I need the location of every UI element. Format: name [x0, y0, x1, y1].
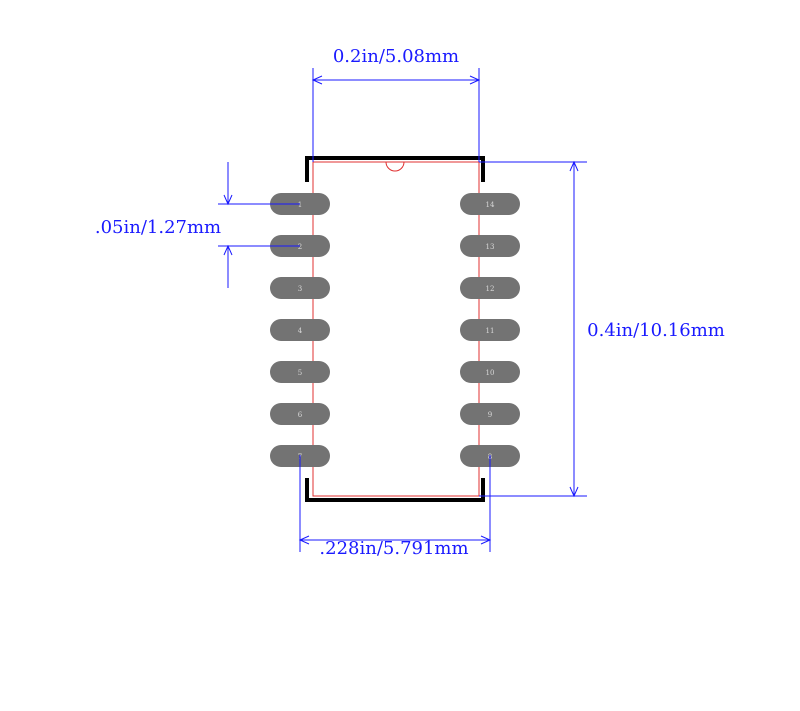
pad-number-5: 5: [298, 369, 302, 377]
package-body-outline: [312, 161, 480, 497]
pad-10: [460, 361, 520, 383]
pad-12: [460, 277, 520, 299]
top-width-arrow-left: [311, 75, 323, 85]
pitch-label: .05in/1.27mm: [95, 217, 221, 238]
pad-number-10: 10: [486, 369, 495, 377]
overall-width-arrow-right: [480, 535, 492, 545]
pad-number-11: 11: [486, 327, 495, 335]
pad-5: [270, 361, 330, 383]
pad-number-2: 2: [298, 243, 302, 251]
body-rect: [312, 161, 480, 497]
height-arrow-bottom: [569, 486, 579, 498]
top-width-label: 0.2in/5.08mm: [333, 46, 459, 67]
pitch-arrow-top: [223, 194, 233, 206]
pad-number-13: 13: [486, 243, 495, 251]
overall-width-arrow-left: [298, 535, 310, 545]
pad-4: [270, 319, 330, 341]
pad-6: [270, 403, 330, 425]
dimension-lines: [218, 68, 587, 552]
height-arrow-top: [569, 160, 579, 172]
pad-3: [270, 277, 330, 299]
height-label: 0.4in/10.16mm: [587, 320, 725, 341]
pad-9: [460, 403, 520, 425]
silkscreen-top: [305, 156, 485, 182]
pad-number-4: 4: [298, 327, 303, 335]
pitch-arrow-bottom: [223, 244, 233, 256]
pad-number-14: 14: [486, 201, 495, 209]
pad-13: [460, 235, 520, 257]
silkscreen-bottom: [305, 478, 485, 502]
pad-11: [460, 319, 520, 341]
top-width-arrow-right: [469, 75, 481, 85]
pad-number-9: 9: [488, 411, 492, 419]
pin1-notch: [385, 161, 405, 172]
silkscreen-outline: [305, 156, 485, 502]
pad-number-1: 1: [298, 201, 302, 209]
overall-width-label: .228in/5.791mm: [319, 538, 468, 559]
pad-number-12: 12: [486, 285, 495, 293]
pad-number-6: 6: [298, 411, 303, 419]
pad-14: [460, 193, 520, 215]
pad-number-3: 3: [298, 285, 302, 293]
